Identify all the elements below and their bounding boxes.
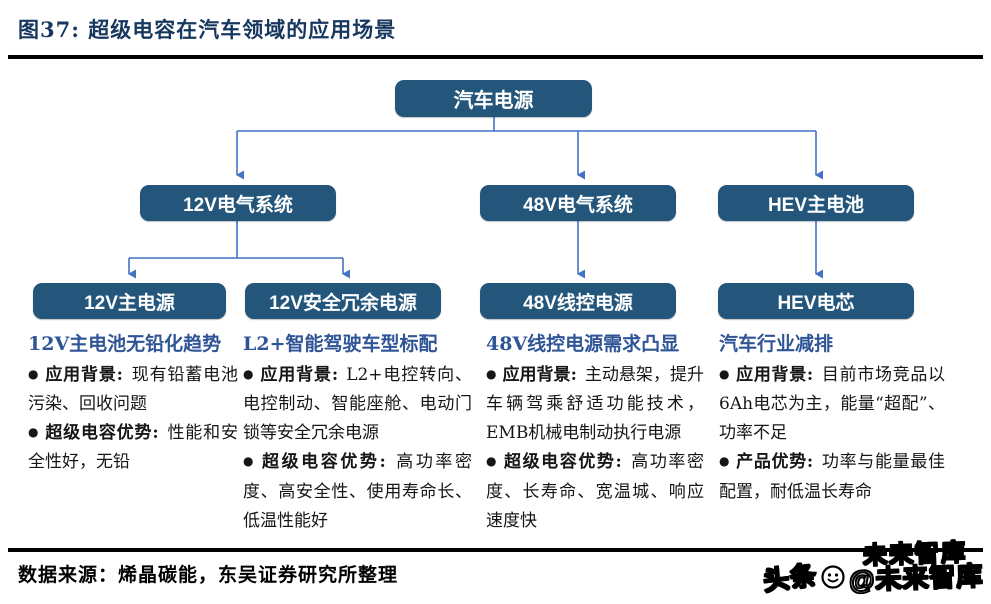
bullet-dot-icon: ● xyxy=(28,366,40,381)
bullet-text: 功率与能量最佳配置，耐低温长寿命 xyxy=(719,452,946,502)
toutiao-watermark: 未来智库 头条 @未来智库 xyxy=(755,534,985,604)
toutiao-brand-text: 头条 xyxy=(760,559,819,597)
column-heading: 12V主电池无铅化趋势 xyxy=(28,333,222,355)
node-12v-main-power: 12V主电源 xyxy=(33,283,226,319)
column-heading: 48V线控电源需求凸显 xyxy=(486,333,680,355)
column-heading: L2+智能驾驶车型标配 xyxy=(243,333,438,355)
bullet-text: L2+电控转向、电控制动、智能座舱、电动门锁等安全冗余电源 xyxy=(243,364,472,444)
bullet-item: ● 超级电容优势:性能和安全性好，无铅 xyxy=(28,419,238,477)
bullet-label: 应用背景: xyxy=(260,364,339,385)
bullet-text: 主动悬架，提升车辆驾乘舒适功能技术，EMB机械电制动执行电源 xyxy=(486,364,704,444)
bullet-dot-icon: ● xyxy=(243,366,255,381)
bullet-dot-icon: ● xyxy=(28,425,40,440)
data-source-note: 数据来源：烯晶碳能，东吴证券研究所整理 xyxy=(18,564,399,586)
bullet-dot-icon: ● xyxy=(719,454,731,469)
bullet-label: 超级电容优势: xyxy=(262,452,386,473)
watermark-row: 头条 @未来智库 xyxy=(760,558,984,597)
bullet-item: ● 应用背景:目前市场竞品以6Ah电芯为主，能量“超配”、功率不足 xyxy=(719,361,945,449)
bullet-item: ● 超级电容优势:高功率密度、长寿命、宽温城、响应速度快 xyxy=(486,448,704,536)
bullet-item: ● 超级电容优势:高功率密度、高安全性、使用寿命长、低温性能好 xyxy=(243,448,472,536)
bullet-label: 应用背景: xyxy=(45,364,123,385)
bullet-text: 性能和安全性好，无铅 xyxy=(28,423,238,473)
node-48v-electrical-system: 48V电气系统 xyxy=(480,185,676,221)
bullet-item: ● 应用背景:主动悬架，提升车辆驾乘舒适功能技术，EMB机械电制动执行电源 xyxy=(486,361,704,449)
top-divider xyxy=(8,55,983,59)
node-hev-cell: HEV电芯 xyxy=(718,283,914,319)
bullet-label: 超级电容优势: xyxy=(504,452,622,473)
column-48v-wire: 48V线控电源需求凸显 ● 应用背景:主动悬架，提升车辆驾乘舒适功能技术，EMB机… xyxy=(486,333,704,536)
bullet-text: 现有铅蓄电池污染、回收问题 xyxy=(28,364,238,414)
bullet-label: 应用背景: xyxy=(736,364,814,385)
bullet-text: 高功率密度、长寿命、宽温城、响应速度快 xyxy=(486,452,705,531)
column-hev: 汽车行业减排 ●应用背景:目前市场竞品以6Ah电芯为主，能量“超配”、功率不足 … xyxy=(719,333,945,507)
node-48v-wire-control-power: 48V线控电源 xyxy=(480,283,676,319)
column-12v-redundant: L2+智能驾驶车型标配 ● 应用背景:L2+电控转向、电控制动、智能座舱、电动门锁… xyxy=(243,333,472,536)
bullet-item: ● 应用背景:L2+电控转向、电控制动、智能座舱、电动门锁等安全冗余电源 xyxy=(243,361,472,449)
bullet-dot-icon: ● xyxy=(243,454,257,469)
node-12v-safety-redundant-power: 12V安全冗余电源 xyxy=(245,283,441,319)
bullet-label: 应用背景: xyxy=(502,364,577,385)
node-hev-main-battery: HEV主电池 xyxy=(718,185,914,221)
smiley-face-icon xyxy=(821,564,845,589)
column-heading: 汽车行业减排 xyxy=(719,333,834,355)
bullet-text: 高功率密度、高安全性、使用寿命长、低温性能好 xyxy=(243,452,473,531)
node-auto-power: 汽车电源 xyxy=(395,80,592,117)
bullet-text: 目前市场竞品以6Ah电芯为主，能量“超配”、功率不足 xyxy=(719,364,946,444)
node-12v-electrical-system: 12V电气系统 xyxy=(140,185,336,221)
bullet-dot-icon: ● xyxy=(486,454,499,469)
bullet-dot-icon: ● xyxy=(719,366,731,381)
bullet-dot-icon: ● xyxy=(486,366,497,381)
bottom-divider xyxy=(8,548,983,552)
column-12v-main: 12V主电池无铅化趋势 ● 应用背景:现有铅蓄电池污染、回收问题 ● 超级电容优势:… xyxy=(28,333,238,478)
watermark-handle-text: @未来智库 xyxy=(847,560,984,596)
bullet-label: 产品优势: xyxy=(736,452,814,473)
bullet-item: ● 应用背景:现有铅蓄电池污染、回收问题 xyxy=(28,361,238,419)
bullet-item: ● 产品优势:功率与能量最佳配置，耐低温长寿命 xyxy=(719,448,945,506)
bullet-label: 超级电容优势: xyxy=(45,423,159,444)
figure-title: 图37: 超级电容在汽车领域的应用场景 xyxy=(18,17,397,42)
